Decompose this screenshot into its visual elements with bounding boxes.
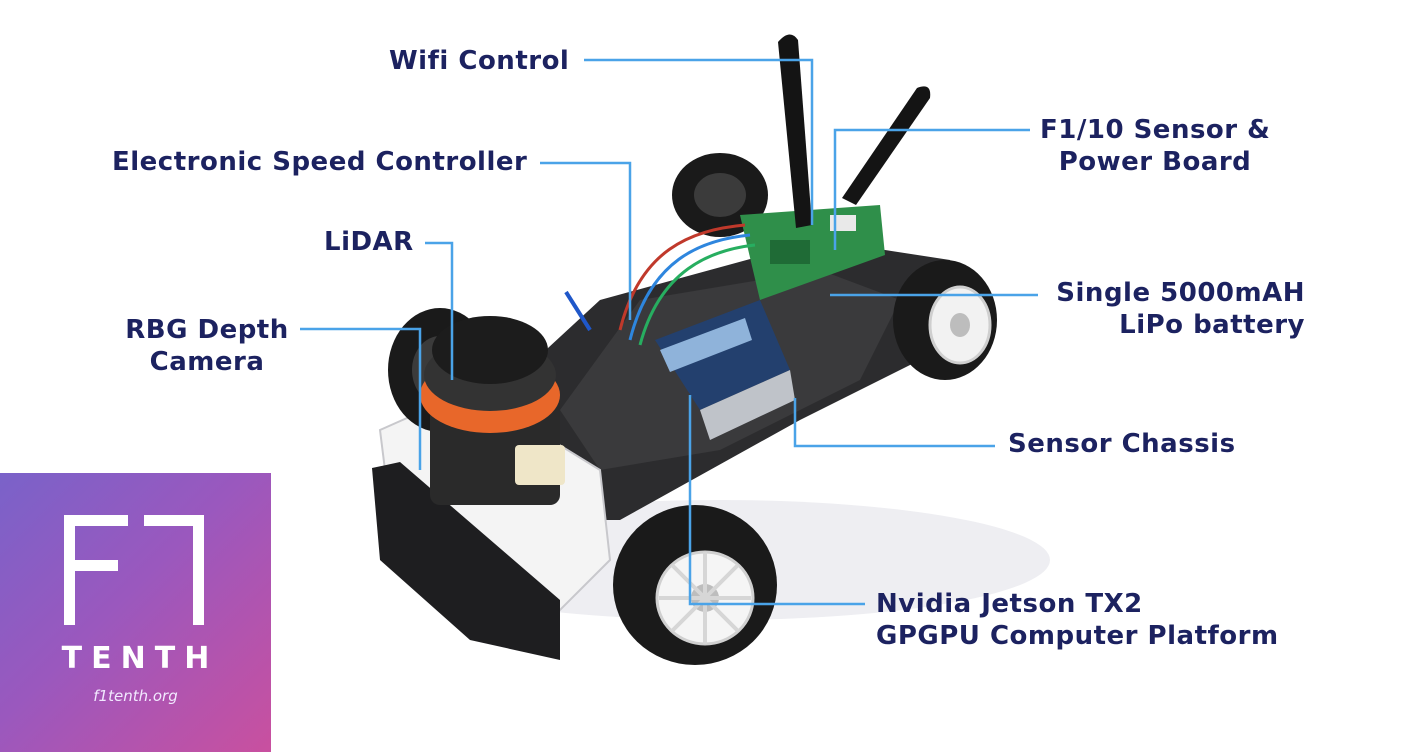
label-line: Sensor Chassis <box>1008 429 1236 459</box>
label-sensor-chassis: Sensor Chassis <box>1008 428 1236 460</box>
wheel-front-right <box>613 505 777 665</box>
f1-logo-mark <box>64 515 204 625</box>
leader-esc <box>540 161 632 320</box>
label-line: LiPo battery <box>1119 310 1305 340</box>
front-skid <box>372 462 560 660</box>
leader-lines <box>300 58 1038 606</box>
label-wifi-control: Wifi Control <box>389 45 569 77</box>
label-lipo-battery: Single 5000mAH LiPo battery <box>1040 277 1305 341</box>
leader-sensor-board <box>833 128 1030 250</box>
leader-lidar <box>425 241 454 380</box>
label-line: Electronic Speed Controller <box>112 147 528 177</box>
wifi-antenna-right <box>842 86 931 205</box>
label-line: Wifi Control <box>389 46 570 76</box>
wire-blue <box>628 233 751 341</box>
wheel-rear-right <box>893 260 997 380</box>
label-sensor-power-board: F1/10 Sensor & Power Board <box>1040 114 1270 178</box>
label-electronic-speed-controller: Electronic Speed Controller <box>112 146 527 178</box>
label-line: RBG Depth <box>125 315 289 345</box>
leader-wifi <box>584 58 814 225</box>
jetson-board <box>655 300 795 440</box>
label-line: F1/10 Sensor & <box>1040 115 1271 145</box>
label-line: LiDAR <box>324 227 414 257</box>
leader-jetson <box>688 395 865 606</box>
label-line: Single 5000mAH <box>1056 278 1305 308</box>
label-line: Power Board <box>1058 147 1252 177</box>
blue-antenna <box>564 290 592 332</box>
lidar-sensor <box>420 316 565 505</box>
f1tenth-logo: TENTH f1tenth.org <box>0 473 271 752</box>
leader-chassis <box>793 398 995 448</box>
wifi-antenna-left <box>778 34 812 228</box>
label-nvidia-jetson: Nvidia Jetson TX2 GPGPU Computer Platfor… <box>876 588 1279 652</box>
logo-url: f1tenth.org <box>93 687 178 705</box>
label-line: Nvidia Jetson TX2 <box>876 589 1143 619</box>
power-board <box>740 205 885 300</box>
label-line: GPGPU Computer Platform <box>876 621 1279 651</box>
logo-wordmark: TENTH <box>61 641 219 676</box>
wire-red <box>618 223 746 331</box>
label-lidar: LiDAR <box>324 226 414 258</box>
leader-camera <box>300 327 422 470</box>
wire-green <box>638 243 756 346</box>
label-rbg-depth-camera: RBG Depth Camera <box>122 314 292 378</box>
label-line: Camera <box>149 347 265 377</box>
